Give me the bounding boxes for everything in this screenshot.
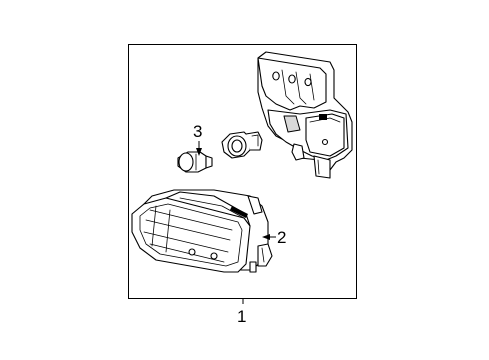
callout-1-label: 1 <box>237 307 246 326</box>
bulb <box>177 151 213 173</box>
callout-2-label: 2 <box>277 228 286 247</box>
callout-3-label: 3 <box>193 122 202 141</box>
mounting-bracket <box>257 51 353 179</box>
callout-3-arrow <box>196 148 202 156</box>
fog-lamp-assembly <box>131 189 273 273</box>
callout-2-arrow <box>262 234 270 240</box>
bulb-socket <box>221 131 263 159</box>
